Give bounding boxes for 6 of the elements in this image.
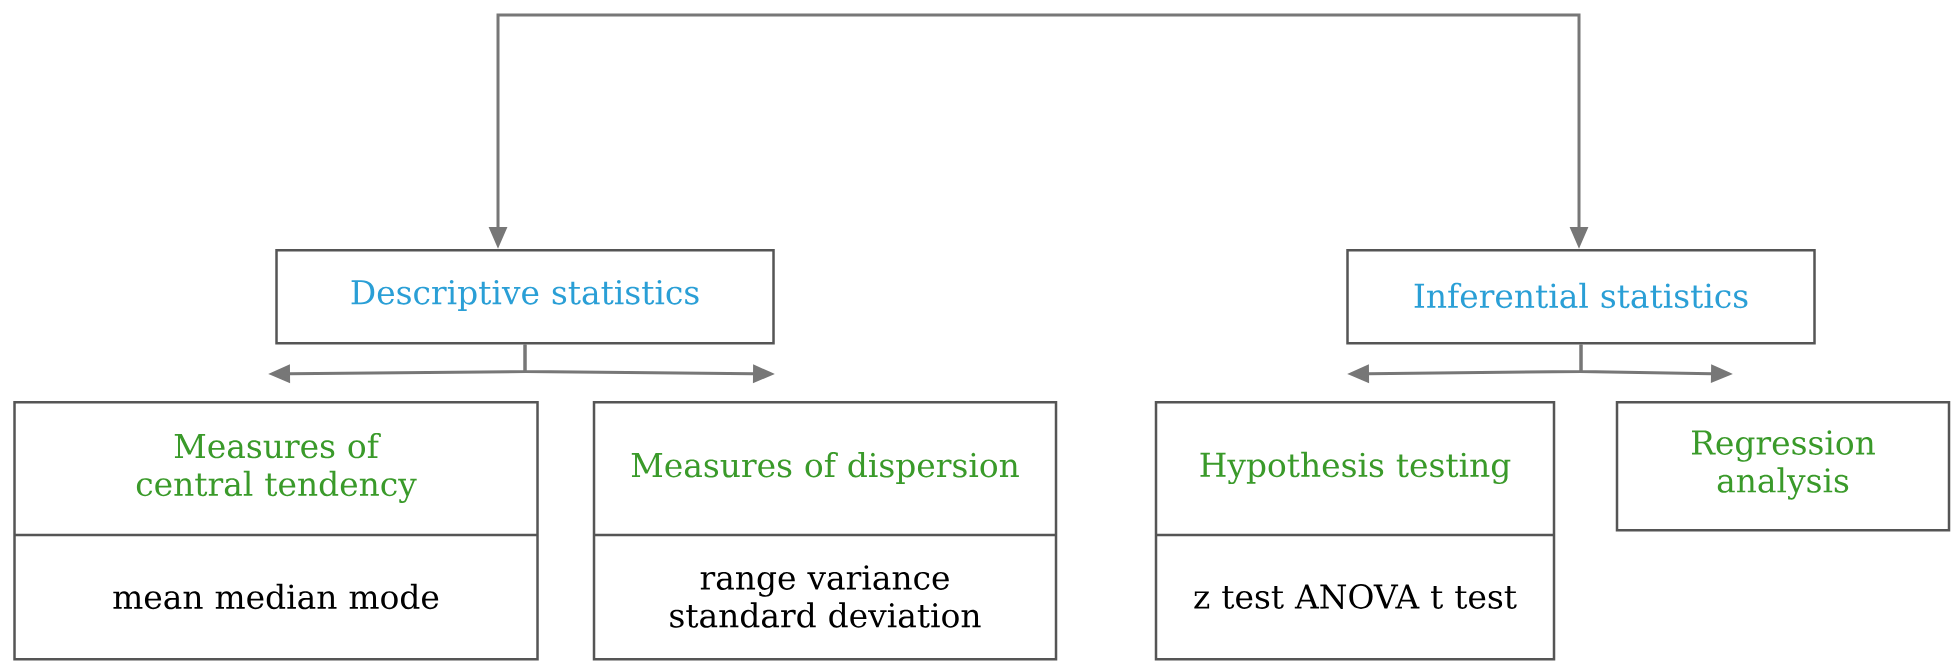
box: Hypothesis testing z test ANOVA t test <box>1154 401 1556 661</box>
box: Inferential statistics <box>1346 249 1816 345</box>
box: Measures of central tendency mean median mode <box>13 401 539 661</box>
box: Descriptive statistics <box>275 249 775 345</box>
box: Measures of dispersion range variance standard deviation <box>592 401 1058 661</box>
box: Regression analysis <box>1615 401 1951 532</box>
